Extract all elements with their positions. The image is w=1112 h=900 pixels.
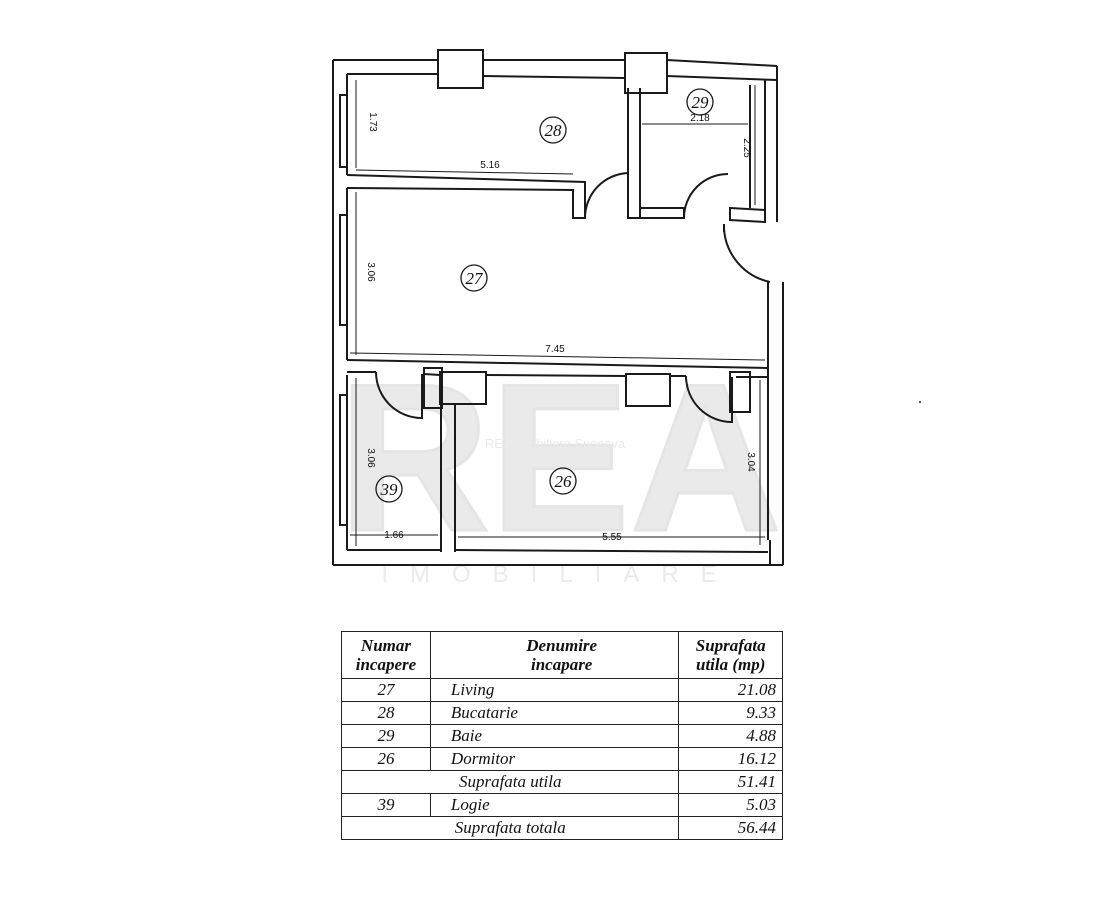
cell-room-area: 9.33 — [678, 701, 783, 725]
speck — [918, 400, 922, 404]
dim-line-27-w — [349, 352, 766, 361]
wall-top-inner — [347, 73, 778, 81]
header-room-name-line2: incapare — [530, 655, 593, 674]
wall-39-26 — [440, 404, 456, 552]
wall-29-right-bottom — [729, 206, 766, 224]
watermark: REA IMOBILIARE REA Imobiliare Suceava — [337, 339, 783, 589]
dim-r26-height: 3.04 — [745, 452, 756, 472]
wall-28-29 — [627, 88, 641, 219]
column-mid-3 — [625, 373, 671, 407]
cell-room-number: 28 — [341, 701, 431, 725]
room-circle-28 — [539, 116, 567, 144]
header-room-name-line1: Denumire — [526, 636, 598, 655]
dim-r27-width: 7.45 — [545, 344, 565, 355]
dim-r29-width: 2.18 — [690, 113, 710, 124]
room-label-28: 28 — [545, 121, 563, 140]
cell-room-area: 5.03 — [678, 793, 783, 817]
header-area: Suprafata utila (mp) — [678, 631, 783, 679]
dim-r39-height: 3.06 — [365, 448, 376, 468]
cell-room-name: Dormitor — [429, 747, 680, 771]
room-circle-39 — [375, 475, 403, 503]
cell-room-number: 29 — [341, 724, 431, 748]
cell-room-number: 39 — [341, 793, 431, 817]
dim-line-28-w — [355, 169, 574, 175]
header-room-number-line2: incapere — [355, 655, 417, 674]
wall-28-27 — [346, 174, 586, 219]
watermark-small: REA Imobiliare Suceava — [485, 436, 626, 451]
wall-27-bottom — [346, 359, 769, 378]
dim-r39-width: 1.66 — [384, 530, 404, 541]
subtotal-area: 51.41 — [678, 770, 783, 794]
cell-room-number: 27 — [341, 678, 431, 702]
room-circle-29 — [686, 88, 714, 116]
column-mid-1 — [423, 367, 443, 409]
table-row: 29 Baie 4.88 — [341, 724, 783, 748]
header-area-line1: Suprafata — [695, 636, 766, 655]
wall-right-upper — [764, 66, 778, 222]
cell-room-number: 26 — [341, 747, 431, 771]
window-left-3 — [339, 394, 348, 526]
cell-room-area: 21.08 — [678, 678, 783, 702]
area-table: Numar incapere Denumire incapare Suprafa… — [340, 631, 783, 840]
header-area-line2: utila (mp) — [696, 655, 766, 674]
room-label-26: 26 — [555, 472, 573, 491]
cell-room-area: 16.12 — [678, 747, 783, 771]
cell-room-name: Living — [429, 678, 680, 702]
column-top-1 — [437, 49, 484, 89]
total-row: Suprafata totala 56.44 — [340, 816, 783, 840]
window-left-1 — [339, 94, 348, 168]
room-circle-27 — [460, 264, 488, 292]
floor-plan: REA IMOBILIARE REA Imobiliare Suceava — [332, 49, 922, 589]
wall-right-lower — [767, 282, 784, 565]
subtotal-row: Suprafata utila 51.41 — [340, 770, 783, 794]
table-row: 26 Dormitor 16.12 — [341, 747, 783, 771]
wall-29-bottom — [640, 207, 685, 219]
cell-room-name: Logie — [429, 793, 680, 817]
total-area: 56.44 — [678, 816, 783, 840]
column-mid-2 — [439, 371, 487, 405]
room-label-39: 39 — [380, 480, 399, 499]
door-28 — [583, 172, 629, 219]
door-29 — [683, 173, 729, 219]
table-header: Numar incapere Denumire incapare Suprafa… — [341, 631, 783, 679]
room-label-27: 27 — [466, 269, 485, 288]
watermark-logo: REA — [338, 340, 781, 575]
room-label-29: 29 — [692, 93, 710, 112]
entrance-door — [722, 223, 771, 283]
dim-r26-width: 5.55 — [602, 532, 622, 543]
table-row: 28 Bucatarie 9.33 — [341, 701, 783, 725]
dim-r28-width: 5.16 — [480, 160, 500, 171]
total-label: Suprafata totala — [340, 816, 680, 840]
column-mid-4 — [729, 371, 751, 413]
header-room-name: Denumire incapare — [429, 631, 680, 679]
room-circle-26 — [549, 467, 577, 495]
table-row: 39 Logie 5.03 — [341, 793, 783, 817]
column-top-2 — [624, 52, 668, 94]
door-26 — [685, 375, 733, 424]
door-39 — [375, 371, 423, 420]
header-room-number: Numar incapere — [341, 631, 431, 679]
window-left-2 — [339, 214, 348, 326]
cell-room-name: Baie — [429, 724, 680, 748]
dim-r27-height: 3.06 — [365, 262, 376, 282]
wall-bottom — [333, 540, 783, 566]
header-room-number-line1: Numar — [360, 636, 411, 655]
wall-top-outer — [333, 59, 778, 67]
cell-room-name: Bucatarie — [429, 701, 680, 725]
cell-room-area: 4.88 — [678, 724, 783, 748]
table-row: 27 Living 21.08 — [341, 678, 783, 702]
dim-r29-height: 2.25 — [741, 138, 752, 158]
dim-r28-height: 1.73 — [367, 112, 378, 132]
subtotal-label: Suprafata utila — [340, 770, 680, 794]
